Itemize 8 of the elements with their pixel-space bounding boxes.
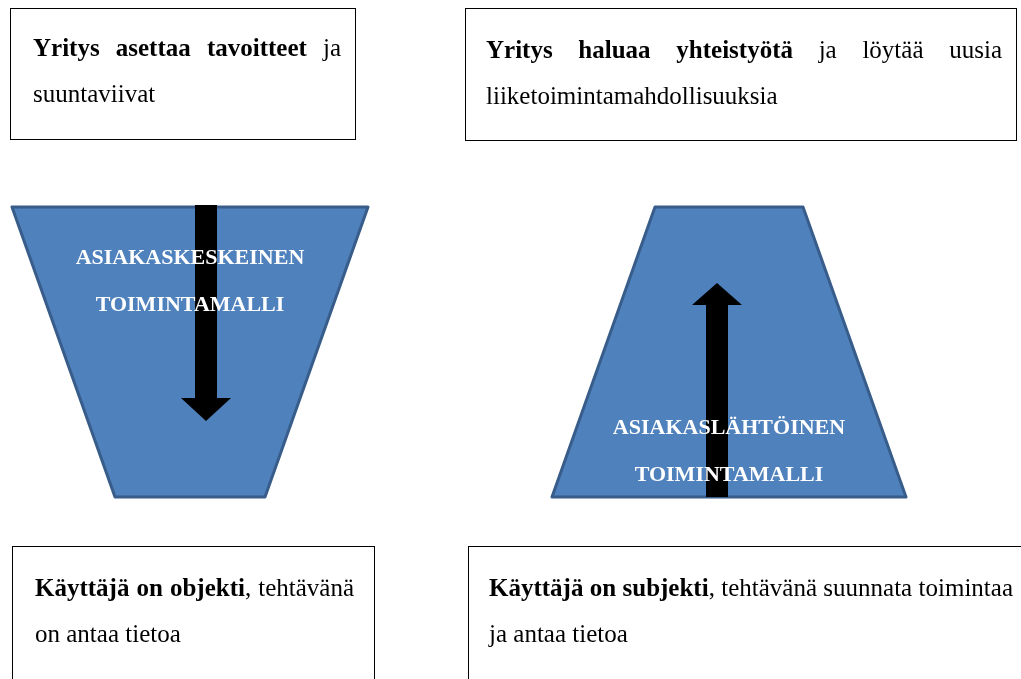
text-box	[468, 546, 1021, 679]
text-box	[465, 8, 1017, 141]
box-text: Käyttäjä on objekti, tehtävänä on antaa tietoa	[35, 573, 354, 649]
box-text: Käyttäjä on subjekti, tehtävänä suunnata toimintaa ja antaa tietoa	[489, 573, 1013, 649]
box-text: Yritys asettaa tavoitteet ja suuntaviivat	[33, 33, 341, 109]
box-text: Yritys haluaa yhteistyötä ja löytää uusia liiketoimintamahdollisuuksia	[486, 35, 1002, 111]
text-box	[12, 546, 375, 679]
text-box	[10, 8, 356, 140]
